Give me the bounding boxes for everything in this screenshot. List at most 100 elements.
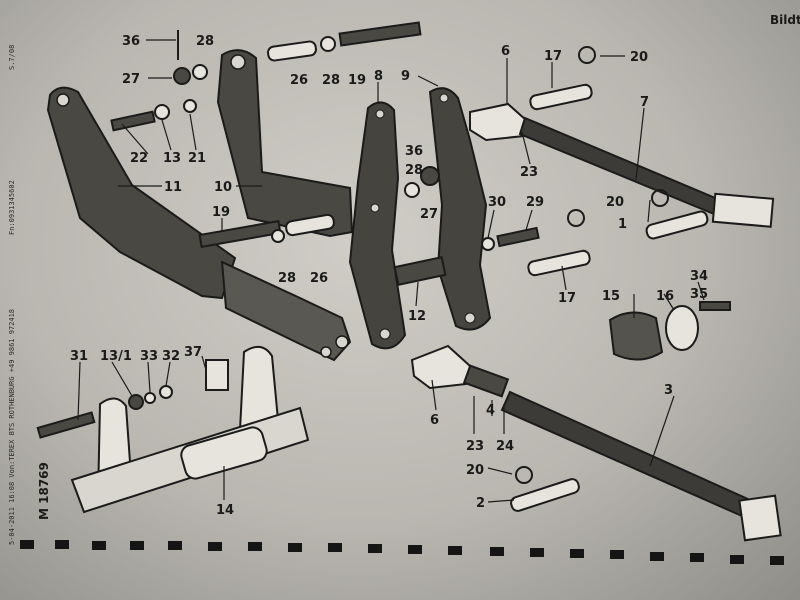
bolt-22	[110, 110, 156, 132]
arm-10-hole	[230, 54, 246, 70]
callout-24: 24	[496, 439, 514, 454]
pin-1	[645, 210, 709, 240]
callout-32: 32	[162, 349, 180, 364]
spacer-12	[393, 256, 447, 286]
screw-35	[699, 301, 731, 311]
callout-7: 7	[640, 95, 649, 110]
callout-17a: 17	[544, 49, 562, 64]
callout-4: 4	[486, 403, 495, 418]
rod-7-end-block	[711, 192, 775, 228]
washer-28-lower	[271, 229, 285, 243]
callout-33: 33	[140, 349, 158, 364]
bolt-19-lower	[198, 219, 282, 249]
nut-32	[159, 385, 173, 399]
pin-26-upper	[267, 40, 317, 62]
pin-26-lower	[285, 213, 335, 237]
callout-10: 10	[214, 180, 232, 195]
washer-28-upper	[320, 36, 336, 52]
callout-34: 34	[690, 269, 708, 284]
plate-37	[205, 359, 229, 391]
split-ring-20-upper	[578, 46, 596, 64]
callout-27a: 27	[122, 72, 140, 87]
clevis-6-lower	[410, 344, 472, 390]
callout-28a: 28	[196, 34, 214, 49]
callout-35: 35	[690, 287, 708, 302]
sleeve-14	[180, 426, 268, 480]
pin-17-upper	[529, 83, 593, 111]
link-plate-8	[348, 101, 407, 350]
callout-1: 1	[618, 217, 627, 232]
pin-2	[510, 478, 580, 512]
callout-29: 29	[526, 195, 544, 210]
bushing-15	[608, 311, 664, 361]
split-ring-20-lower	[515, 466, 533, 484]
plate-8-hole-3	[379, 328, 391, 340]
callout-30: 30	[488, 195, 506, 210]
callout-28b: 28	[322, 73, 340, 88]
callout-15: 15	[602, 289, 620, 304]
arm-11	[46, 86, 237, 300]
turnbuckle-23	[462, 364, 510, 398]
callout-2: 2	[476, 496, 485, 511]
callout-9: 9	[401, 69, 410, 84]
cap-16	[665, 305, 699, 351]
arm-10	[216, 49, 354, 238]
plate-8-hole-2	[370, 203, 380, 213]
bottom-tick-row	[20, 540, 784, 565]
callout-36a: 36	[122, 34, 140, 49]
plate-9-hole-2	[464, 312, 476, 324]
arm-11-lower-hole-2	[320, 346, 332, 358]
bolt-19-upper	[338, 21, 422, 47]
callout-6b: 6	[430, 413, 439, 428]
callout-3: 3	[664, 383, 673, 398]
fax-header: 5-04-2011 16:08 Von:TEREX BTS ROTHENBURG…	[8, 309, 16, 545]
callout-14: 14	[216, 503, 234, 518]
callout-6a: 6	[501, 44, 510, 59]
callout-8: 8	[374, 69, 383, 84]
leader-lines	[77, 39, 705, 503]
nut-27-upper	[173, 67, 191, 85]
callout-26b: 26	[310, 271, 328, 286]
bushing-13	[154, 104, 170, 120]
callout-23a: 23	[520, 165, 538, 180]
callout-13: 13	[163, 151, 181, 166]
rod-3-end-block	[738, 494, 782, 542]
callout-22: 22	[130, 151, 148, 166]
callout-23b: 23	[466, 439, 484, 454]
sheet-code: S.7/08	[8, 45, 16, 70]
arm-11-lower-hole	[335, 335, 349, 349]
callout-12: 12	[408, 309, 426, 324]
washer-33	[144, 392, 156, 404]
callout-16: 16	[656, 289, 674, 304]
bushing-13-1	[128, 394, 144, 410]
nut-27-middle	[420, 166, 440, 186]
plate-title: Bildtafel 2/1	[770, 13, 800, 27]
callout-20b: 20	[606, 195, 624, 210]
washer-30	[481, 237, 495, 251]
washer-28-middle	[404, 182, 420, 198]
clevis-6-upper	[469, 102, 528, 142]
callout-28c: 28	[405, 163, 423, 178]
callout-11: 11	[164, 180, 182, 195]
bolt-29	[496, 226, 540, 248]
split-ring-20-left	[567, 209, 585, 227]
arm-11-lower-plate	[220, 260, 352, 362]
callout-13-1: 13/1	[100, 349, 132, 364]
callout-26a: 26	[290, 73, 308, 88]
arm-11-hole	[56, 93, 70, 107]
bolt-31	[36, 411, 96, 439]
callout-17b: 17	[558, 291, 576, 306]
callout-20c: 20	[466, 463, 484, 478]
callout-31: 31	[70, 349, 88, 364]
bracket-right	[238, 345, 280, 432]
drawing-number: M 18769	[37, 462, 51, 520]
callout-37: 37	[184, 345, 202, 360]
washer-28-top	[192, 64, 208, 80]
callout-36b: 36	[405, 144, 423, 159]
nut-21	[183, 99, 197, 113]
plate-8-hole	[375, 109, 385, 119]
split-ring-20-middle	[651, 189, 669, 207]
callout-19a: 19	[348, 73, 366, 88]
